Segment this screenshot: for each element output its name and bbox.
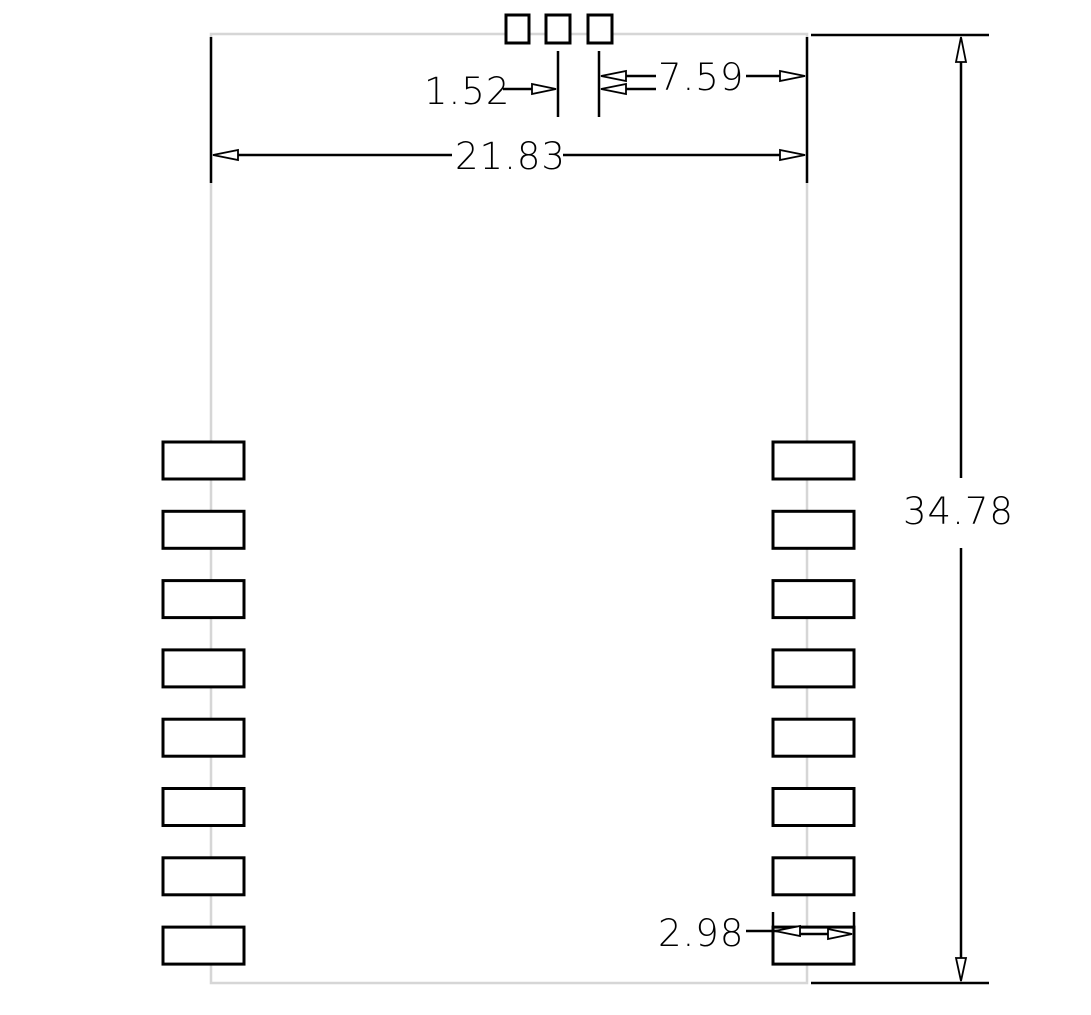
arrow-head xyxy=(827,927,853,941)
arrow-head xyxy=(954,36,968,63)
pad-length-label: 2.98 xyxy=(658,912,744,955)
left-pad xyxy=(161,717,246,758)
arrow-head xyxy=(954,957,968,982)
left-pad xyxy=(161,648,246,689)
left-pad xyxy=(161,787,246,827)
header-pin xyxy=(586,13,614,45)
right-pad xyxy=(771,856,856,897)
top-header-pins xyxy=(504,13,614,45)
right-pad xyxy=(771,648,856,689)
arrow-head xyxy=(774,924,801,938)
left-pad xyxy=(161,579,246,620)
left-pad xyxy=(161,509,246,550)
left-pad-column xyxy=(161,440,246,966)
right-pad xyxy=(771,787,856,827)
arrow-head xyxy=(531,82,557,96)
header-pin xyxy=(544,13,572,45)
right-pad xyxy=(771,509,856,550)
pin-pitch-dimension: 1.52 xyxy=(424,51,601,117)
arrow-head xyxy=(212,148,239,162)
header-offset-label: 7.59 xyxy=(658,56,744,99)
header-offset-dimension: 7.59 xyxy=(600,56,806,99)
right-pad xyxy=(771,440,856,481)
right-pad xyxy=(771,579,856,620)
left-pad xyxy=(161,440,246,481)
header-pin xyxy=(504,13,531,45)
module-width-dimension: 21.83 xyxy=(209,37,809,183)
pin-pitch-label: 1.52 xyxy=(424,70,510,113)
arrow-head xyxy=(779,69,806,83)
arrow-head xyxy=(600,69,627,83)
right-pad xyxy=(771,717,856,758)
left-pad xyxy=(161,856,246,897)
module-height-dimension: 34.78 xyxy=(811,33,1014,985)
module-width-label: 21.83 xyxy=(455,135,566,178)
right-pad-column xyxy=(771,440,856,966)
left-pad xyxy=(161,925,246,966)
module-height-label: 34.78 xyxy=(903,490,1014,533)
arrow-head xyxy=(600,82,627,96)
pad-length-dimension: 2.98 xyxy=(658,912,856,955)
arrow-head xyxy=(779,148,806,162)
